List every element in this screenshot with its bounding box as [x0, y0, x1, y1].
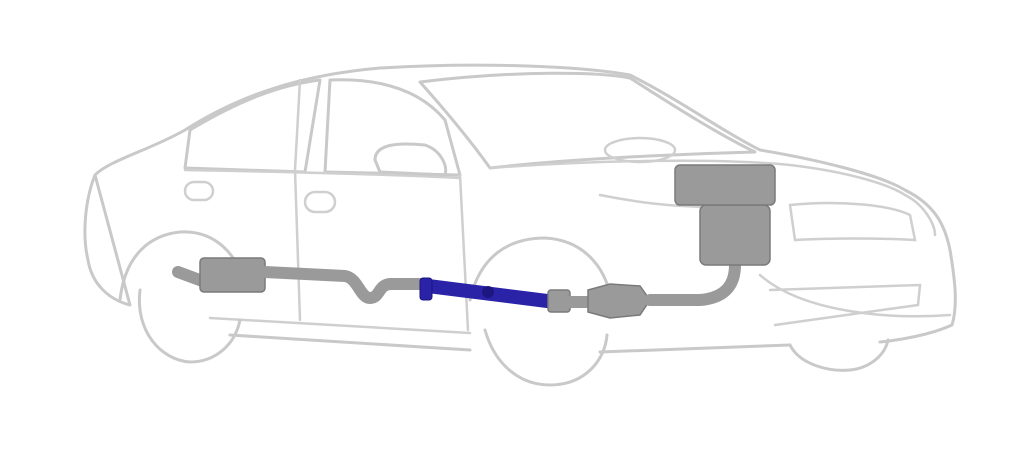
engine-cover — [674, 164, 776, 206]
catalytic-converter — [587, 283, 651, 319]
muffler — [199, 257, 266, 293]
exhaust-manifold — [699, 204, 771, 266]
rear-pipe — [259, 266, 431, 304]
car-outline — [83, 63, 957, 387]
front-pipe — [644, 259, 741, 306]
highlighted-resonator-joint — [482, 286, 494, 298]
highlighted-flange — [419, 277, 433, 301]
exhaust-system — [172, 164, 776, 319]
